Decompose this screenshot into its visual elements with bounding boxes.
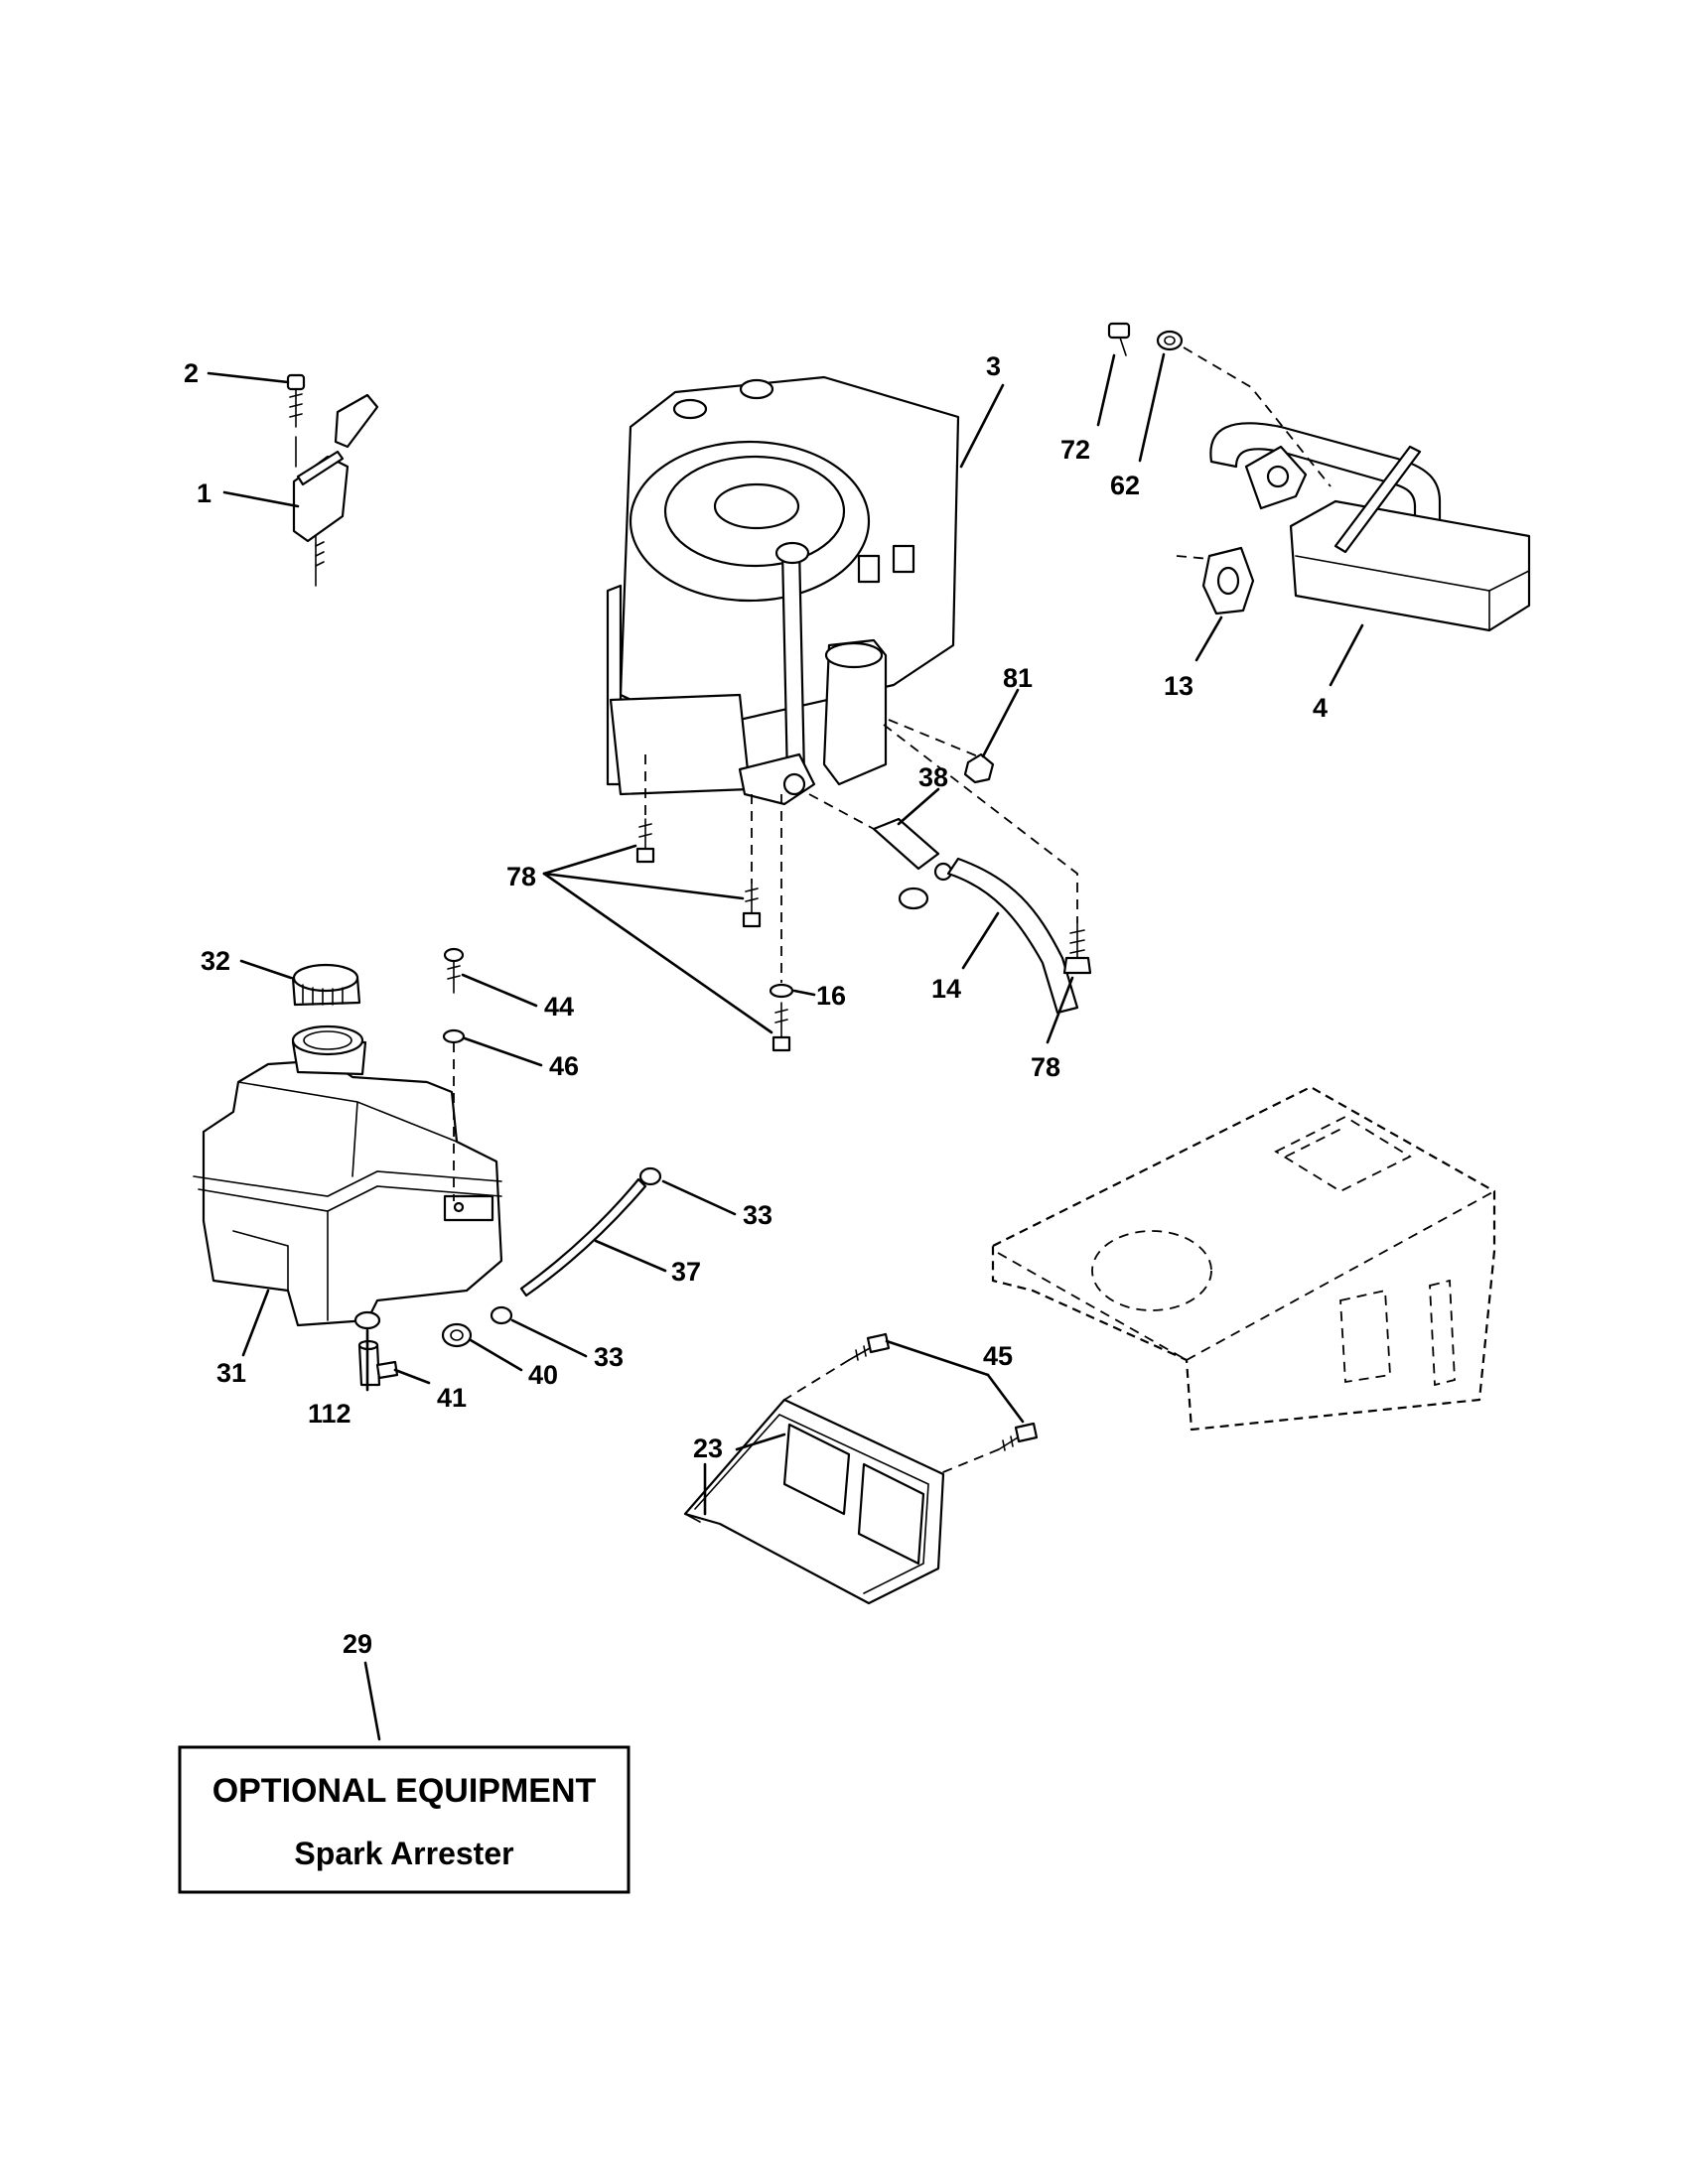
label-part-72: 72 (1060, 435, 1090, 465)
label-part-46: 46 (549, 1051, 579, 1081)
fuel-cap-part-32 (291, 963, 361, 1007)
label-part-78-left: 78 (506, 862, 536, 891)
label-part-29: 29 (343, 1629, 372, 1659)
label-part-3: 3 (986, 351, 1001, 381)
fuel-tank-neck (291, 1024, 367, 1076)
bolt-part-78-c (772, 1002, 791, 1052)
label-part-44: 44 (544, 992, 574, 1022)
fuel-tank-part-31 (193, 1058, 503, 1327)
optional-equipment-subtitle: Spark Arrester (294, 1836, 513, 1871)
lockwasher-part-62 (1156, 330, 1184, 351)
bolt-part-78-a (635, 818, 655, 864)
label-part-78-right: 78 (1031, 1052, 1060, 1082)
clamp-near-filter (898, 887, 929, 910)
engine-assembly-lines (644, 719, 1078, 983)
fuel-line-part-14 (946, 857, 1079, 1015)
screw-part-72 (1107, 322, 1131, 356)
label-part-38: 38 (918, 762, 948, 792)
assembly-line-shield-upper (783, 1359, 850, 1401)
fuel-filter-part-38 (872, 817, 953, 882)
fuel-line-part-37 (519, 1177, 647, 1297)
nut-part-81 (963, 752, 995, 784)
frame-outline (991, 1085, 1496, 1432)
bushing-part-40 (441, 1322, 473, 1348)
bolt-part-45-upper (848, 1332, 891, 1361)
label-part-4: 4 (1313, 693, 1328, 723)
label-part-33-upper: 33 (743, 1200, 772, 1230)
label-part-32: 32 (201, 946, 230, 976)
label-part-37: 37 (671, 1257, 701, 1287)
label-part-62: 62 (1110, 471, 1140, 500)
label-part-23: 23 (693, 1433, 723, 1463)
engine-part-3 (606, 375, 960, 806)
screw-part-2 (286, 373, 306, 468)
clamp-part-33-upper (638, 1166, 662, 1186)
assembly-line-gasket (1176, 555, 1210, 560)
label-part-14: 14 (931, 974, 961, 1004)
washer-part-16 (769, 983, 794, 999)
bolt-part-78-b (742, 883, 762, 928)
label-part-41: 41 (437, 1383, 467, 1413)
assembly-line-exhaust (1183, 346, 1332, 487)
throttle-control-part (292, 393, 379, 587)
screw-part-44 (443, 947, 465, 994)
heat-shield-part-23 (683, 1398, 945, 1605)
gasket-part-13 (1201, 546, 1255, 615)
label-part-81: 81 (1003, 663, 1033, 693)
bolt-part-45-lower (998, 1422, 1039, 1451)
label-part-16: 16 (816, 981, 846, 1011)
label-part-45: 45 (983, 1341, 1013, 1371)
label-part-1: 1 (197, 478, 211, 508)
callout-labels: 2 1 3 72 62 13 4 81 38 78 14 16 78 32 44… (184, 351, 1328, 1659)
label-part-33-lower: 33 (594, 1342, 624, 1372)
clamp-part-33-lower (490, 1305, 513, 1325)
grommet-part-112 (353, 1310, 381, 1330)
label-part-31: 31 (216, 1358, 246, 1388)
exhaust-flange (1244, 445, 1308, 510)
label-part-112: 112 (308, 1399, 351, 1429)
optional-equipment-box: OPTIONAL EQUIPMENT Spark Arrester (178, 1745, 631, 1894)
optional-equipment-title: OPTIONAL EQUIPMENT (212, 1772, 597, 1810)
label-part-2: 2 (184, 358, 199, 388)
leader-lines (207, 352, 1364, 1741)
label-part-13: 13 (1164, 671, 1193, 701)
muffler-part-4 (1289, 445, 1531, 632)
bolt-part-78-right (1062, 922, 1092, 975)
assembly-line-shield-lower (937, 1448, 1000, 1475)
washer-part-46 (442, 1028, 466, 1044)
label-part-40: 40 (528, 1360, 558, 1390)
fitting-part-41 (357, 1339, 399, 1387)
